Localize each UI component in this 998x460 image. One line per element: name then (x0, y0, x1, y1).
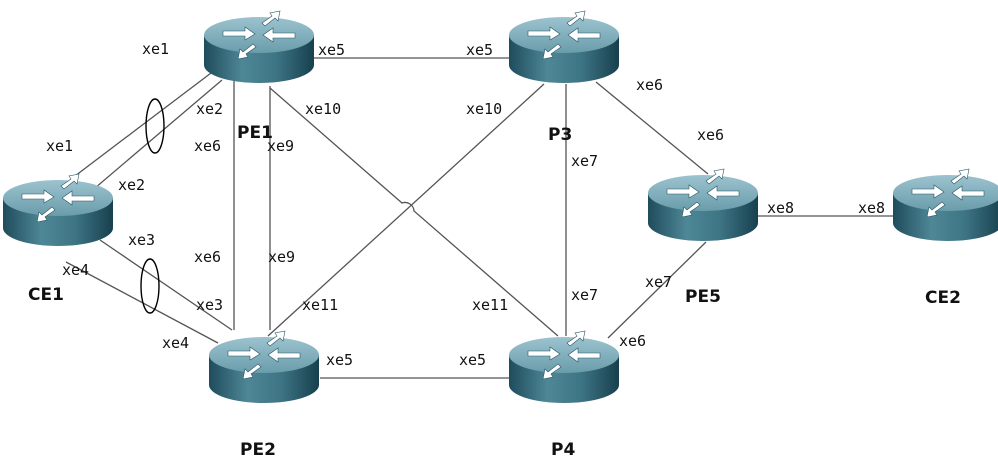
router-label-p3: P3 (548, 125, 572, 145)
interface-label: xe8 (767, 199, 794, 217)
interface-label: xe11 (302, 296, 338, 314)
link-p4-pe5-xe7-xe6 (607, 241, 707, 339)
router-ce1[interactable] (2, 173, 114, 247)
interface-label: xe8 (858, 199, 885, 217)
interface-label: xe4 (162, 334, 189, 352)
interface-label: xe5 (459, 351, 486, 369)
interface-label: xe1 (46, 137, 73, 155)
interface-label: xe5 (466, 41, 493, 59)
router-ce2[interactable] (892, 168, 998, 242)
interface-label: xe4 (62, 261, 89, 279)
interface-label: xe1 (142, 40, 169, 58)
interface-label: xe9 (267, 137, 294, 155)
router-pe5[interactable] (647, 168, 759, 242)
router-label-ce2: CE2 (925, 288, 961, 308)
interface-label: xe6 (194, 248, 221, 266)
router-pe2[interactable] (208, 330, 320, 404)
interface-label: xe3 (196, 296, 223, 314)
interface-label: xe7 (571, 152, 598, 170)
interface-label: xe7 (571, 286, 598, 304)
link-p3-pe2-xe10-xe11 (267, 83, 545, 337)
link-ce1-pe1-xe1 (74, 69, 216, 177)
interface-label: xe10 (466, 100, 502, 118)
router-label-pe1: PE1 (237, 123, 273, 143)
link-ce1-pe2-xe4 (65, 261, 219, 344)
router-label-pe2: PE2 (240, 440, 276, 460)
links (65, 57, 898, 379)
interface-label: xe6 (619, 332, 646, 350)
interface-label: xe10 (305, 100, 341, 118)
lag-bundle-ce1-pe1 (145, 98, 165, 154)
router-label-pe5: PE5 (685, 287, 721, 307)
router-p4[interactable] (508, 330, 620, 404)
interface-label: xe2 (196, 100, 223, 118)
interface-label: xe6 (636, 76, 663, 94)
interface-label: xe3 (128, 231, 155, 249)
router-p3[interactable] (508, 10, 620, 84)
router-pe1[interactable] (203, 10, 315, 84)
lag-bundle-ce1-pe2 (140, 258, 160, 314)
interface-label: xe11 (472, 296, 508, 314)
interface-label: xe7 (645, 273, 672, 291)
link-pe1-p4-xe10-xe11 (269, 87, 559, 337)
link-ce1-pe2-xe3 (99, 239, 233, 331)
interface-label: xe5 (318, 41, 345, 59)
interface-label: xe9 (268, 248, 295, 266)
interface-label: xe6 (697, 126, 724, 144)
link-ce1-pe1-xe2 (94, 79, 223, 189)
interface-label: xe5 (326, 351, 353, 369)
interface-label: xe6 (194, 137, 221, 155)
link-p3-pe5-xe6 (595, 81, 709, 175)
router-label-p4: P4 (551, 440, 575, 460)
router-label-ce1: CE1 (28, 285, 64, 305)
interface-label: xe2 (118, 176, 145, 194)
